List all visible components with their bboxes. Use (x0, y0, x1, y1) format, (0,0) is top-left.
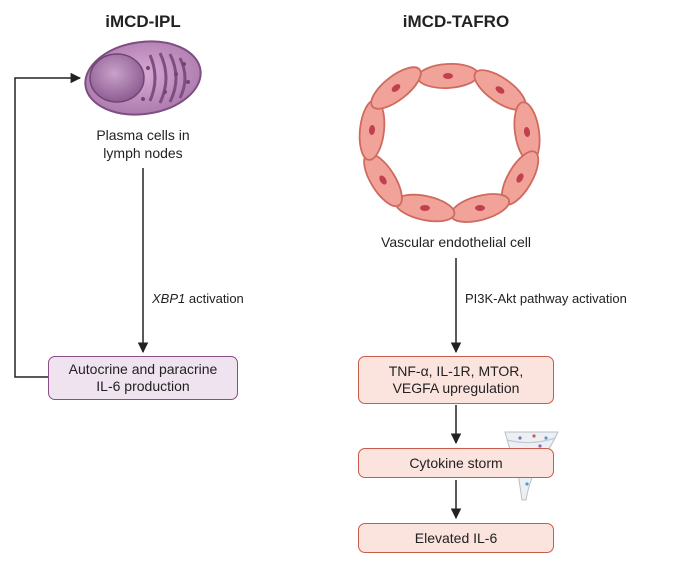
pi3k-akt-label: PI3K-Akt pathway activation (465, 291, 627, 306)
xbp1-gene-label: XBP1 (152, 291, 186, 306)
xbp1-activation-text: activation (185, 291, 244, 306)
plasma-cell-caption: Plasma cells in lymph nodes (63, 126, 223, 162)
plasma-cell-icon (84, 40, 202, 116)
il6-production-box: Autocrine and paracrine IL-6 production (48, 356, 238, 400)
elevated-il6-box: Elevated IL-6 (358, 523, 554, 553)
xbp1-activation-label: XBP1 activation (152, 291, 244, 306)
il6-production-line2: IL-6 production (96, 378, 190, 394)
right-title: iMCD-TAFRO (402, 12, 510, 31)
il6-production-line1: Autocrine and paracrine (68, 361, 218, 377)
endothelial-ring-icon (358, 63, 541, 223)
endothelial-caption: Vascular endothelial cell (381, 234, 531, 250)
arrow-feedback-loop (14, 72, 82, 378)
tnf-upregulation-box: TNF-α, IL-1R, MTOR, VEGFA upregulation (358, 356, 554, 404)
cytokine-storm-box: Cytokine storm (358, 448, 554, 478)
plasma-cell-caption-line2: lymph nodes (103, 145, 183, 161)
tnf-upregulation-line1: TNF-α, IL-1R, MTOR, (388, 363, 524, 379)
plasma-cell-caption-line1: Plasma cells in (96, 127, 190, 143)
left-title: iMCD-IPL (105, 12, 181, 31)
tnf-upregulation-line2: VEGFA upregulation (392, 380, 520, 396)
